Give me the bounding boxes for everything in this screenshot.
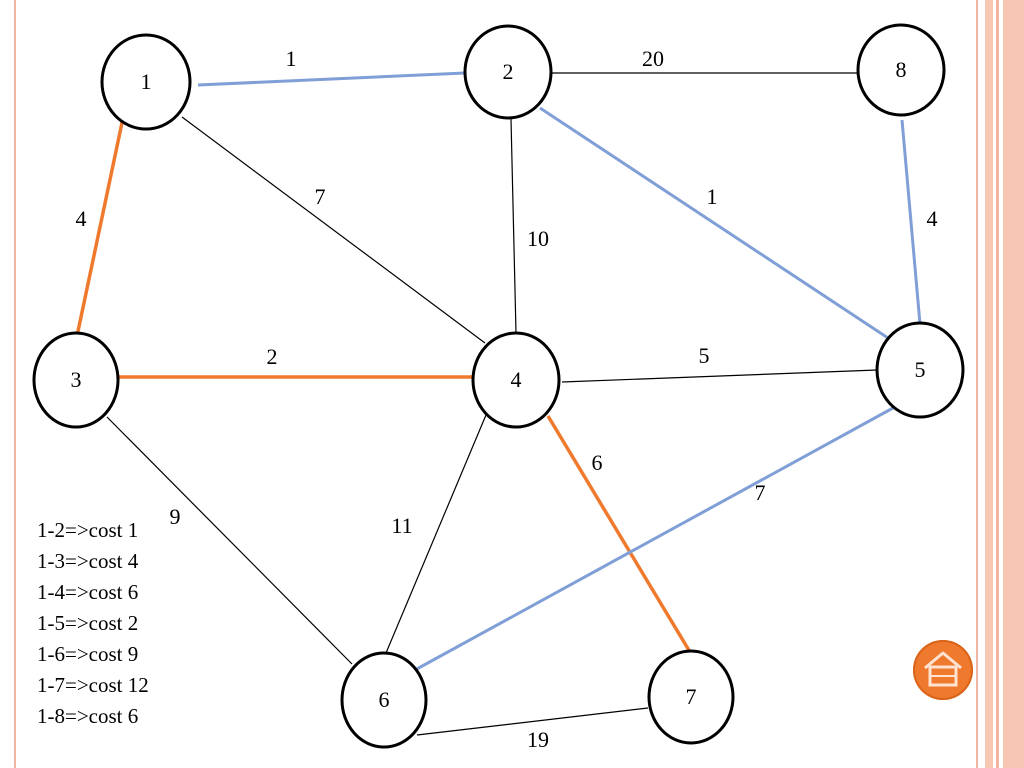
edge-4-6 — [385, 414, 487, 654]
legend-item: 1-2=>cost 1 — [37, 518, 139, 542]
legend-item: 1-4=>cost 6 — [37, 580, 139, 604]
node-label: 7 — [686, 684, 697, 709]
legend-item: 1-3=>cost 4 — [37, 549, 139, 573]
nodes-layer: 1 2 3 4 5 6 7 8 — [32, 23, 965, 749]
node-1: 1 — [100, 33, 192, 131]
edge-8-5 — [900, 119, 922, 325]
edge-3-6 — [106, 416, 353, 665]
node-circle — [647, 649, 735, 745]
frame-right-band-2 — [1003, 0, 1024, 768]
node-label: 2 — [503, 59, 514, 84]
edge-weight-3-6: 9 — [170, 504, 181, 529]
edge-weight-4-7: 6 — [592, 450, 603, 475]
node-label: 3 — [71, 367, 82, 392]
node-circle — [875, 321, 965, 419]
node-label: 5 — [915, 357, 926, 382]
frame-right-line-1 — [976, 0, 978, 768]
legend-item: 1-7=>cost 12 — [37, 673, 149, 697]
edge-1-4 — [181, 116, 486, 344]
edge-weight-1-2: 1 — [286, 46, 297, 71]
node-circle — [32, 331, 120, 429]
node-3: 3 — [32, 331, 120, 429]
node-label: 8 — [896, 57, 907, 82]
edge-1-2 — [197, 71, 466, 87]
edges-layer — [75, 71, 922, 736]
node-circle — [463, 24, 553, 120]
edge-weight-3-4: 2 — [267, 344, 278, 369]
cost-legend: 1-2=>cost 1 1-3=>cost 4 1-4=>cost 6 1-5=… — [37, 515, 149, 732]
edge-weight-2-5: 1 — [707, 184, 718, 209]
legend-item: 1-5=>cost 2 — [37, 611, 139, 635]
edge-labels-layer: 1 20 4 7 10 1 4 2 5 6 7 9 11 19 — [76, 46, 938, 752]
edge-5-6 — [414, 406, 894, 672]
edge-weight-4-5: 5 — [699, 343, 710, 368]
node-circle — [856, 23, 946, 117]
node-label: 1 — [141, 69, 152, 94]
home-icon — [924, 651, 962, 687]
node-7: 7 — [647, 649, 735, 745]
node-5: 5 — [875, 321, 965, 419]
edge-weight-1-4: 7 — [315, 184, 326, 209]
frame-right-line-2 — [996, 0, 999, 768]
node-2: 2 — [463, 24, 553, 120]
edge-2-4 — [510, 118, 517, 334]
edge-weight-5-6: 7 — [755, 480, 766, 505]
node-circle — [340, 651, 428, 749]
edge-4-7 — [546, 415, 692, 653]
frame-right-band-1 — [985, 0, 993, 768]
frame-left-line — [14, 0, 16, 768]
edge-6-7 — [416, 707, 649, 736]
legend-item: 1-8=>cost 6 — [37, 704, 139, 728]
node-circle — [100, 33, 192, 131]
node-6: 6 — [340, 651, 428, 749]
edge-1-3 — [75, 117, 125, 337]
edge-4-5 — [561, 369, 878, 383]
edge-weight-2-8: 20 — [642, 46, 664, 71]
legend-item: 1-6=>cost 9 — [37, 642, 139, 666]
edge-weight-8-5: 4 — [927, 206, 938, 231]
frame-left-band — [0, 0, 14, 768]
node-8: 8 — [856, 23, 946, 117]
edge-weight-1-3: 4 — [76, 206, 87, 231]
edge-weight-4-6: 11 — [391, 513, 412, 538]
edge-2-5 — [539, 106, 889, 340]
home-button[interactable] — [913, 640, 973, 700]
edge-weight-2-4: 10 — [527, 226, 549, 251]
node-circle — [471, 331, 561, 429]
node-label: 4 — [511, 367, 522, 392]
node-label: 6 — [379, 687, 390, 712]
node-4: 4 — [471, 331, 561, 429]
edge-weight-6-7: 19 — [527, 727, 549, 752]
